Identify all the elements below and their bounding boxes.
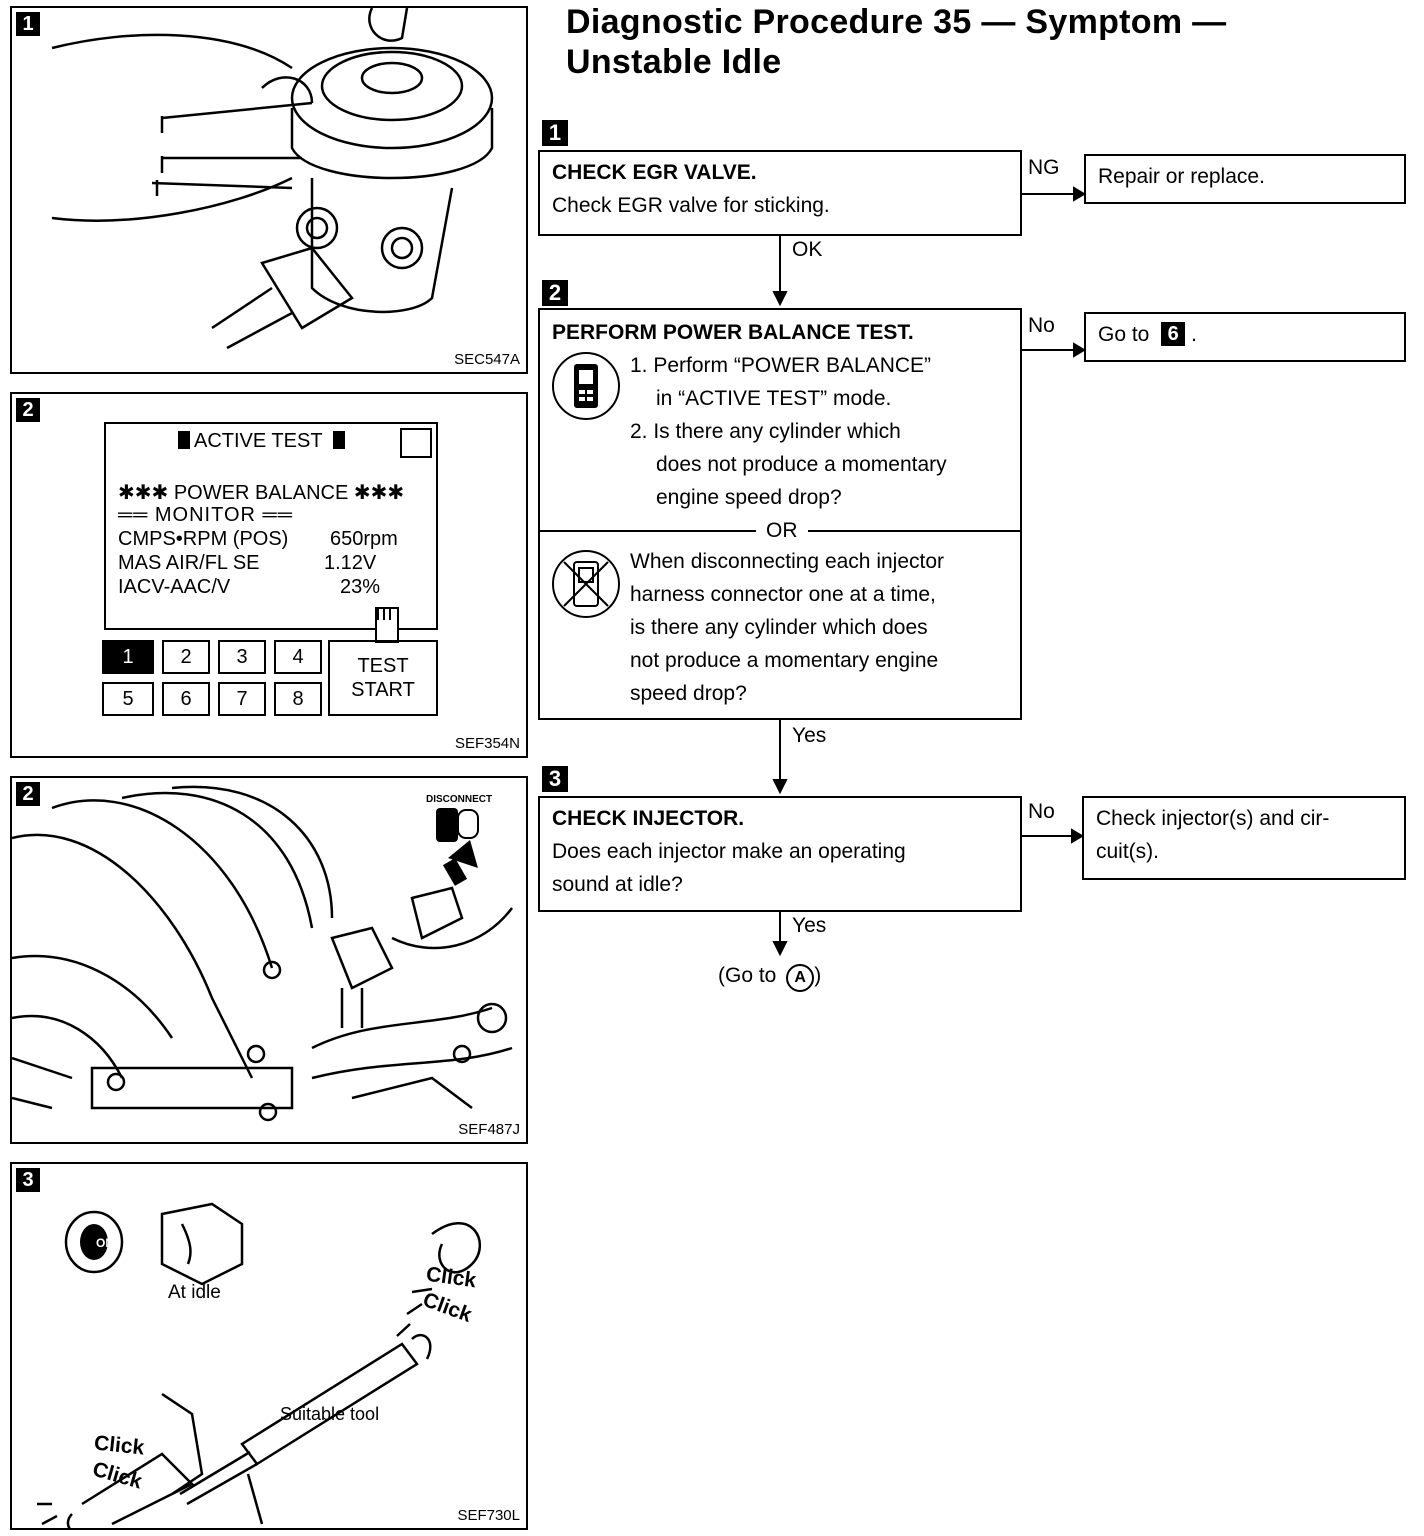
- cylinder-key-1[interactable]: 1: [102, 640, 154, 674]
- monitor-row: MAS AIR/FL SE: [118, 552, 260, 574]
- figure-code: SEF730L: [457, 1507, 520, 1524]
- cylinder-key-8[interactable]: 8: [274, 682, 322, 716]
- instruction-line: 1. Perform “POWER BALANCE”: [630, 354, 932, 377]
- monitor-row: IACV-AAC/V: [118, 576, 231, 598]
- alt-instruction-line: When disconnecting each injector: [630, 550, 945, 573]
- cylinder-key-4[interactable]: 4: [274, 640, 322, 674]
- illustration-panel-consult-screen: 2 ACTIVE TEST ✱✱✱ POWER BALANCE ✱✱✱ ══ M…: [10, 392, 528, 758]
- branch-label-yes: Yes: [792, 724, 827, 747]
- on-key-label: ON: [96, 1236, 114, 1250]
- cylinder-key-2[interactable]: 2: [162, 640, 210, 674]
- click-label: Click: [92, 1431, 146, 1460]
- result-box-repair-replace: Repair or replace.: [1084, 154, 1406, 204]
- cylinder-key-7[interactable]: 7: [218, 682, 266, 716]
- instruction-line: engine speed drop?: [656, 486, 842, 509]
- panel-number: 2: [16, 398, 40, 422]
- branch-label-ok: OK: [792, 238, 823, 261]
- step-heading: CHECK INJECTOR.: [552, 807, 745, 830]
- at-idle-label: At idle: [168, 1282, 221, 1303]
- cylinder-key-6[interactable]: 6: [162, 682, 210, 716]
- consult-tester-icon: [552, 352, 620, 420]
- step-body: Check EGR valve for sticking.: [552, 194, 830, 217]
- step-ref-badge: 6: [1161, 322, 1186, 346]
- panel-number: 1: [16, 12, 40, 36]
- power-balance-mode: ✱✱✱ POWER BALANCE ✱✱✱: [118, 482, 405, 504]
- monitor-row-value: 1.12V: [324, 552, 377, 574]
- step-number: 3: [542, 766, 568, 792]
- instruction-line: in “ACTIVE TEST” mode.: [656, 387, 892, 410]
- panel-number: 2: [16, 782, 40, 806]
- or-divider-label: OR: [756, 514, 808, 547]
- step-box-check-egr-valve: CHECK EGR VALVE. Check EGR valve for sti…: [538, 150, 1022, 236]
- finger-pointer-icon: [375, 607, 399, 643]
- figure-code: SEF487J: [458, 1121, 520, 1138]
- monitor-row-value: 650rpm: [330, 528, 398, 550]
- page-title: Diagnostic Procedure 35 — Symptom — Unst…: [566, 3, 1227, 81]
- panel-number: 3: [16, 1168, 40, 1192]
- alt-instruction-line: speed drop?: [630, 682, 747, 705]
- result-box-go-to-6: Go to 6 .: [1084, 312, 1406, 362]
- suitable-tool-label: Suitable tool: [280, 1404, 380, 1424]
- figure-code: SEC547A: [454, 351, 520, 368]
- consult-screen: ACTIVE TEST ✱✱✱ POWER BALANCE ✱✱✱ ══ MON…: [104, 422, 438, 630]
- illustration-panel-injector-sound: 3 ON At idle Click Click Suitable tool C…: [10, 1162, 528, 1530]
- step-heading: PERFORM POWER BALANCE TEST.: [552, 321, 914, 344]
- cylinder-key-5[interactable]: 5: [102, 682, 154, 716]
- disconnect-label: DISCONNECT: [426, 794, 493, 805]
- screen-corner-box: [400, 428, 432, 458]
- step-body: Does each injector make an operating: [552, 840, 906, 863]
- alt-instruction-line: is there any cylinder which does: [630, 616, 928, 639]
- step-body: sound at idle?: [552, 873, 683, 896]
- go-to-connector: (Go to A): [718, 964, 821, 992]
- branch-label-yes: Yes: [792, 914, 827, 937]
- alt-instruction-line: harness connector one at a time,: [630, 583, 936, 606]
- illustration-panel-injector-disconnect: 2 DISCONNECT SEF487J: [10, 776, 528, 1144]
- active-test-header: ACTIVE TEST: [178, 430, 345, 453]
- step-number: 2: [542, 280, 568, 306]
- no-consult-icon: [552, 550, 620, 618]
- step-heading: CHECK EGR VALVE.: [552, 161, 757, 184]
- step-box-check-injector: CHECK INJECTOR. Does each injector make …: [538, 796, 1022, 912]
- engine-intake-illustration: [12, 785, 513, 1122]
- egr-valve-illustration: [51, 8, 494, 350]
- figure-code: SEF354N: [454, 735, 520, 752]
- monitor-row-value: 23%: [340, 576, 381, 598]
- connector-a-badge: A: [786, 964, 815, 992]
- branch-label-no: No: [1028, 800, 1055, 823]
- monitor-label: ══ MONITOR ══: [118, 504, 293, 526]
- illustration-panel-egr-valve: 1 SEC547A: [10, 6, 528, 374]
- instruction-line: 2. Is there any cylinder which: [630, 420, 901, 443]
- branch-label-ng: NG: [1028, 156, 1060, 179]
- branch-label-no: No: [1028, 314, 1055, 337]
- step-box-power-balance-test: PERFORM POWER BALANCE TEST. 1. Perform “…: [538, 308, 1022, 720]
- step-number: 1: [542, 120, 568, 146]
- injector-stethoscope-illustration: [37, 1202, 482, 1528]
- monitor-row: CMPS•RPM (POS): [118, 528, 289, 550]
- result-box-check-injectors: Check injector(s) and cir- cuit(s).: [1082, 796, 1406, 880]
- alt-instruction-line: not produce a momentary engine: [630, 649, 939, 672]
- instruction-line: does not produce a momentary: [656, 453, 947, 476]
- cylinder-key-3[interactable]: 3: [218, 640, 266, 674]
